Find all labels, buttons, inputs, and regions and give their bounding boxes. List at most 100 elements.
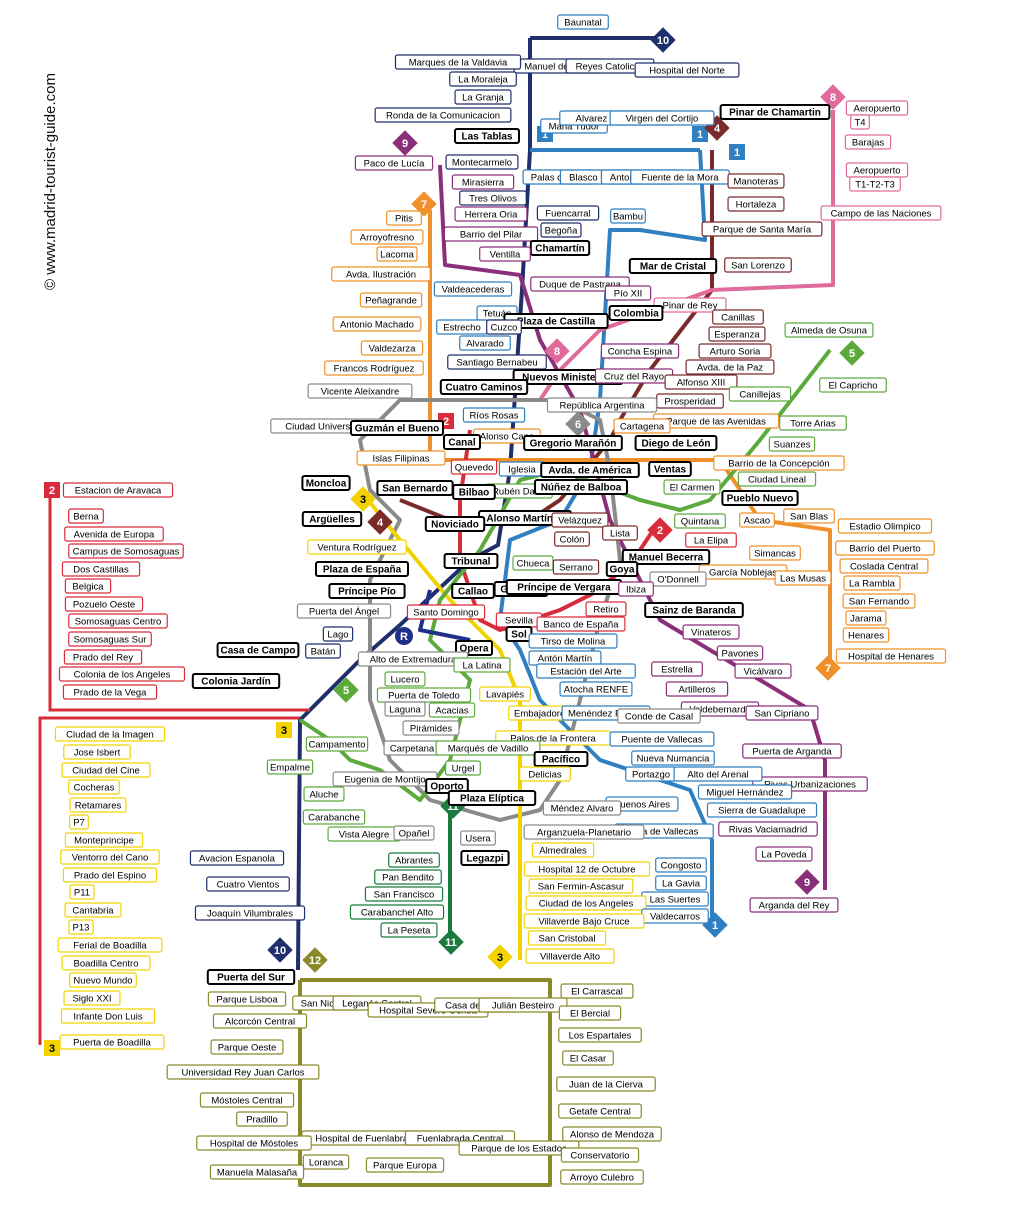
station-alcorcon-central[interactable]: Alcorcón Central: [212, 1013, 308, 1029]
station-noviciado[interactable]: Noviciado: [424, 516, 486, 532]
station-republica-argentina[interactable]: República Argentina: [546, 397, 658, 413]
station-los-espartales[interactable]: Los Espartales: [558, 1027, 642, 1043]
station-dos-castillas[interactable]: Dos Castillas: [61, 561, 141, 577]
station-aeropuerto-t123[interactable]: Aeropuerto: [845, 162, 909, 178]
station-casa-campo[interactable]: Casa de Campo: [216, 642, 300, 658]
station-simancas[interactable]: Simancas: [749, 545, 801, 561]
station-fuencarral[interactable]: Fuencarral: [536, 205, 600, 221]
station-puerta-angel[interactable]: Puerta del Ángel: [296, 603, 392, 619]
station-duque-pastrana[interactable]: Duque de Pastrana: [530, 276, 630, 292]
station-plaza-espana[interactable]: Plaza de España: [315, 561, 409, 577]
station-p7[interactable]: P7: [69, 814, 89, 830]
station-loranca[interactable]: Loranca: [302, 1154, 350, 1170]
station-islas-filipinas[interactable]: Islas Filipinas: [356, 450, 446, 466]
station-urgel[interactable]: Urgel: [445, 760, 481, 776]
station-puerta-sur[interactable]: Puerta del Sur: [206, 969, 296, 985]
station-alfonso-xiii[interactable]: Alfonso XIII: [664, 374, 738, 390]
station-retamares[interactable]: Retamares: [69, 797, 127, 813]
station-tres-olivos[interactable]: Tres Olivos: [459, 190, 527, 206]
station-barrio-pilar[interactable]: Barrio del Pilar: [443, 226, 539, 242]
station-rios-rosas[interactable]: Ríos Rosas: [462, 407, 526, 423]
station-barajas[interactable]: Barajas: [844, 134, 892, 150]
station-universidad-rey[interactable]: Universidad Rey Juan Carlos: [166, 1064, 320, 1080]
station-pitis[interactable]: Pitis: [386, 210, 422, 226]
station-vicente-aleixandre[interactable]: Vicente Aleixandre: [307, 383, 413, 399]
station-quevedo[interactable]: Quevedo: [450, 459, 498, 475]
station-guzman-bueno[interactable]: Guzmán el Bueno: [350, 420, 444, 436]
station-nuevo-mundo[interactable]: Nuevo Mundo: [69, 972, 137, 988]
station-begona[interactable]: Begoña: [540, 222, 582, 238]
station-estrella[interactable]: Estrella: [651, 661, 703, 677]
station-hospital-henares[interactable]: Hospital de Henares: [835, 648, 947, 664]
station-cruz-rayo[interactable]: Cruz del Rayo: [594, 368, 674, 384]
station-avda-paz[interactable]: Avda. de la Paz: [685, 359, 775, 375]
station-el-carrascal[interactable]: El Carrascal: [560, 983, 634, 999]
station-canillejas[interactable]: Canillejas: [728, 386, 792, 402]
station-manuel-becerra[interactable]: Manuel Becerra: [621, 549, 711, 565]
station-ciudad-imagen[interactable]: Ciudad de la Imagen: [54, 726, 166, 742]
station-canillas[interactable]: Canillas: [712, 309, 764, 325]
station-ventilla[interactable]: Ventilla: [479, 246, 531, 262]
station-reyes-catolicos[interactable]: Reyes Catolicos: [565, 58, 655, 74]
station-el-capricho[interactable]: El Capricho: [819, 377, 887, 393]
station-goya[interactable]: Goya: [605, 561, 639, 577]
station-concha-espina[interactable]: Concha Espina: [600, 343, 680, 359]
station-garcia-noblejas[interactable]: García Noblejas: [698, 564, 788, 580]
station-vista-alegre[interactable]: Vista Alegre: [327, 826, 401, 842]
station-ventas[interactable]: Ventas: [648, 461, 692, 477]
station-carabanchel-alto[interactable]: Carabanchel Alto: [349, 904, 445, 920]
station-parque-avenidas[interactable]: Parque de las Avenidas: [652, 413, 780, 429]
station-arganzuela[interactable]: Arganzuela-Planetario: [523, 824, 645, 840]
station-congosto[interactable]: Congosto: [655, 857, 707, 873]
station-marques-valdavia[interactable]: Marques de la Valdavia: [394, 54, 522, 70]
station-el-carmen[interactable]: El Carmen: [663, 479, 721, 495]
station-julian-besteiro[interactable]: Julián Besteiro: [478, 997, 568, 1013]
station-vinateros[interactable]: Vinateros: [682, 624, 740, 640]
station-las-tablas[interactable]: Las Tablas: [454, 128, 520, 144]
station-puente-vallecas[interactable]: Puente de Vallecas: [609, 731, 715, 747]
station-cuzco[interactable]: Cuzco: [486, 319, 522, 335]
station-torre-arias[interactable]: Torre Arias: [779, 415, 847, 431]
station-sierra-guadalupe[interactable]: Sierra de Guadalupe: [706, 802, 818, 818]
station-parque-santa-maria[interactable]: Parque de Santa María: [701, 221, 823, 237]
station-pinar-rey[interactable]: Pinar de Rey: [653, 297, 727, 313]
station-ciudad-cine[interactable]: Ciudad del Cine: [61, 762, 151, 778]
station-baunatal[interactable]: Baunatal: [557, 14, 609, 30]
station-san-lorenzo[interactable]: San Lorenzo: [724, 257, 792, 273]
station-avacion-espanola[interactable]: Avacion Espanola: [189, 850, 285, 866]
station-carpetana[interactable]: Carpetana: [383, 740, 441, 756]
station-valdezarza[interactable]: Valdezarza: [360, 340, 424, 356]
station-aluche[interactable]: Aluche: [303, 786, 345, 802]
station-ibiza[interactable]: Ibiza: [618, 581, 654, 597]
station-herrera-oria[interactable]: Herrera Oria: [454, 206, 528, 222]
station-infante-luis[interactable]: Infante Don Luis: [60, 1008, 156, 1024]
station-estacion-aravaca[interactable]: Estacion de Aravaca: [62, 482, 174, 498]
station-bambu[interactable]: Bambu: [610, 208, 646, 224]
station-el-casar[interactable]: El Casar: [562, 1050, 614, 1066]
station-prado-rey[interactable]: Prado del Rey: [63, 649, 143, 665]
station-pozuelo-oeste[interactable]: Pozuelo Oeste: [64, 596, 144, 612]
station-carabanche[interactable]: Carabanche: [302, 809, 366, 825]
station-miguel-hernandez[interactable]: Miguel Hernández: [697, 784, 793, 800]
station-la-rambla[interactable]: La Rambla: [843, 575, 901, 591]
station-mostoles-central[interactable]: Móstoles Central: [199, 1092, 295, 1108]
station-coslada-central[interactable]: Coslada Central: [839, 558, 929, 574]
station-san-fernando[interactable]: San Fernando: [842, 593, 916, 609]
station-batan[interactable]: Batán: [305, 643, 341, 659]
station-estrecho[interactable]: Estrecho: [436, 319, 488, 335]
station-fuente-mora[interactable]: Fuente de la Mora: [630, 169, 730, 185]
station-pradillo[interactable]: Pradillo: [236, 1111, 288, 1127]
station-santiago-bernabeu[interactable]: Santiago Bernabeu: [447, 354, 547, 370]
station-cocheras[interactable]: Cocheras: [68, 779, 120, 795]
station-belgica[interactable]: Belgica: [64, 578, 112, 594]
station-oporto[interactable]: Oporto: [425, 778, 469, 794]
station-cantabria[interactable]: Cantabria: [64, 902, 122, 918]
station-avda-ilustracion[interactable]: Avda. Ilustración: [331, 266, 431, 282]
station-manuela-malasana[interactable]: Manuela Malasaña: [209, 1164, 305, 1180]
station-puerta-arganda[interactable]: Puerta de Arganda: [742, 743, 842, 759]
station-somosaguas-centro[interactable]: Somosaguas Centro: [68, 613, 168, 629]
station-joaquin-vilumbrales[interactable]: Joaquín Vilumbrales: [194, 905, 306, 921]
station-mendez-alvaro[interactable]: Méndez Alvaro: [542, 800, 622, 816]
station-anton-martin[interactable]: Antón Martín: [528, 650, 602, 666]
station-nunez-balboa[interactable]: Núñez de Balboa: [534, 479, 628, 495]
